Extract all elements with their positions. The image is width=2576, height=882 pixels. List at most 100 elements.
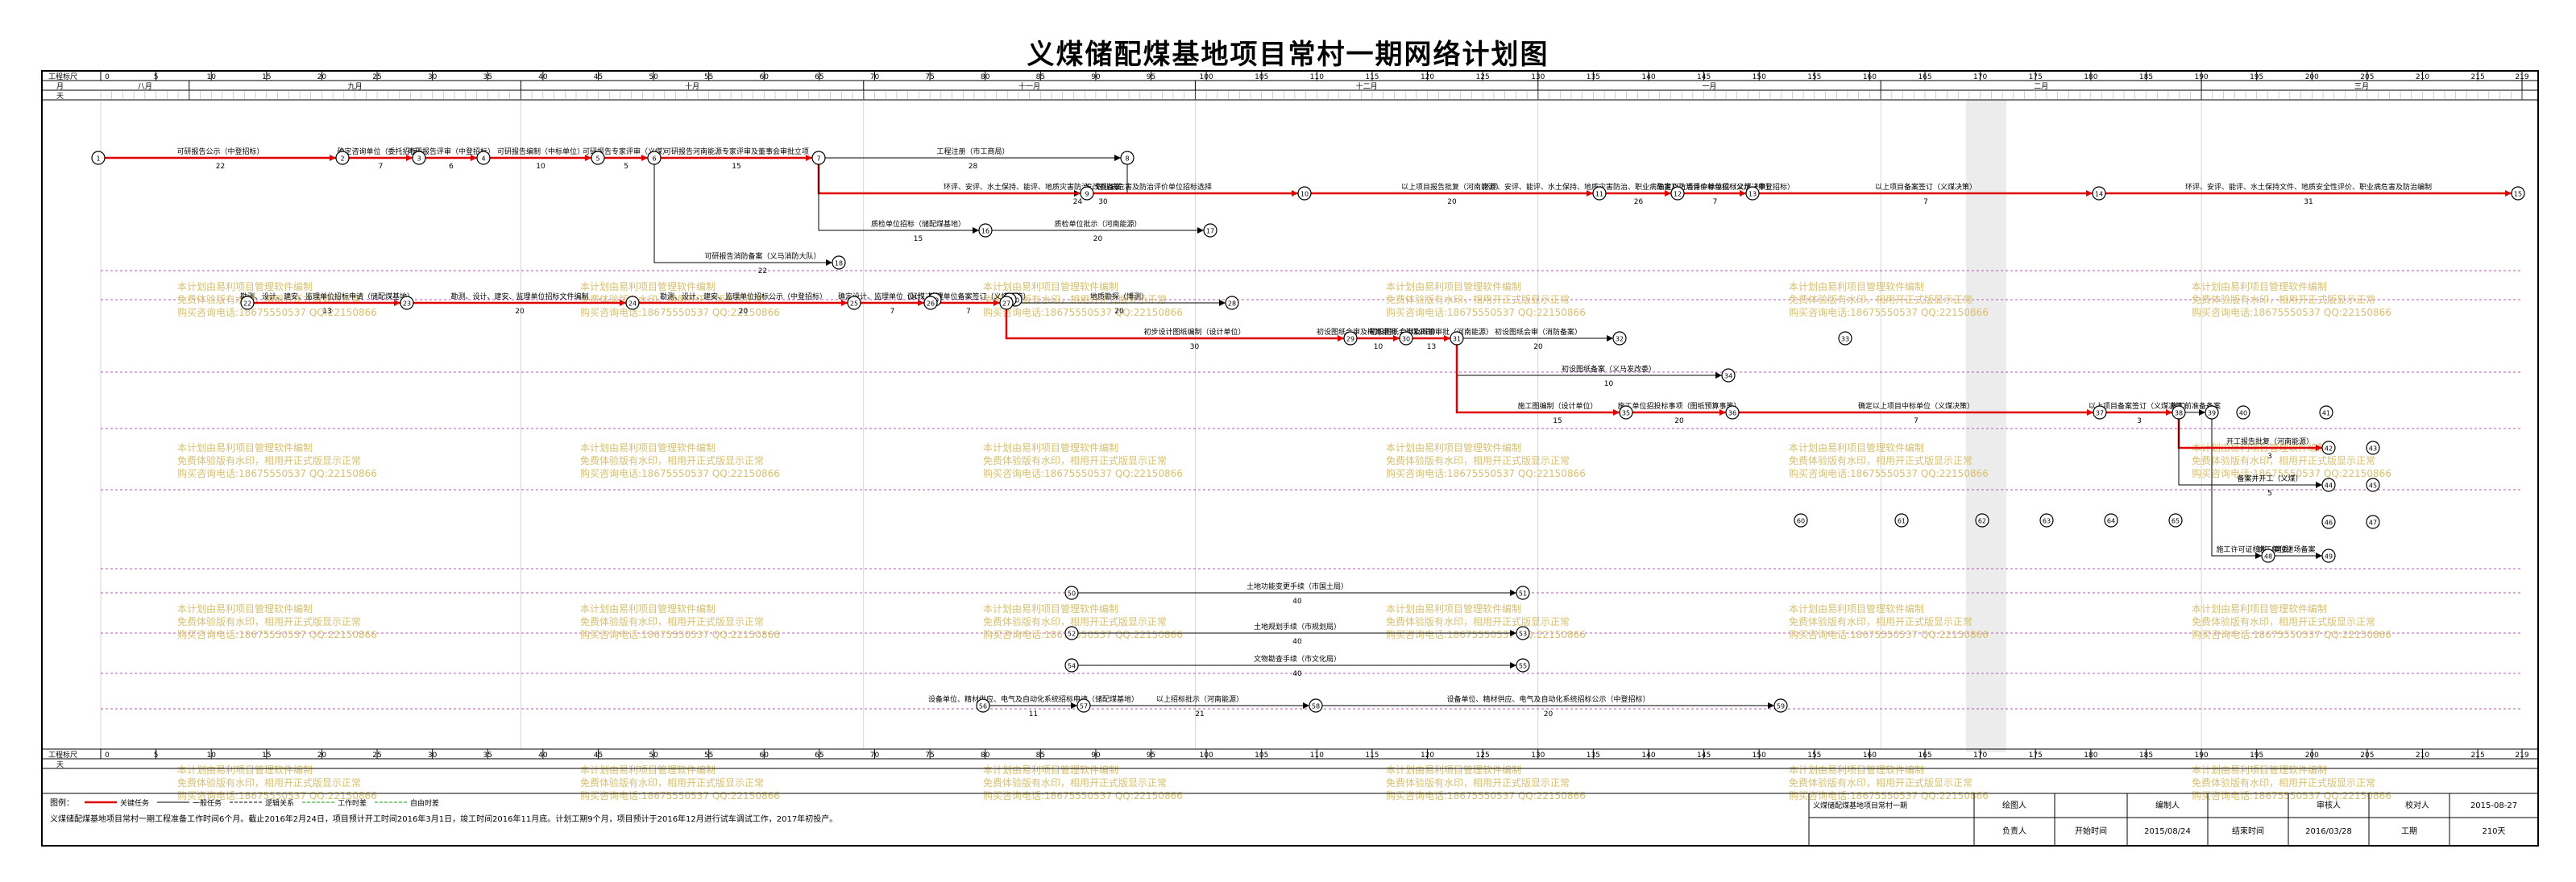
scale-row-label: 天 [56,93,64,101]
event-node-label: 53 [1519,631,1527,638]
activity-duration: 15 [1553,417,1562,425]
activity-duration: 10 [1374,343,1383,351]
arrow-head [1768,702,1774,709]
watermark-line: 购买咨询电话:18675550537 QQ:22150866 [580,628,780,640]
event-node-label: 7 [816,155,820,163]
event-node-label: 15 [2514,191,2522,198]
scale-tick-label: 75 [925,752,934,760]
scale-tick-label: 15 [262,752,271,760]
scale-tick-label: 65 [815,752,823,760]
scale-tick-label: 80 [981,73,990,81]
activity-label: 环评、安评、能评、水土保持文件、地质安全性评价、职业病危害及防治编制 [2185,182,2432,192]
watermark-line: 购买咨询电话:18675550537 QQ:22150866 [177,306,377,318]
month-label: 八月 [138,82,152,91]
scale-tick-label: 135 [1587,73,1600,81]
event-node [1516,626,1530,640]
watermark-line: 购买咨询电话:18675550537 QQ:22150866 [580,789,780,801]
diagram-title: 义煤储配煤基地项目常村一期网络计划图 [1027,39,1549,71]
scale-tick-label: 219 [2515,752,2528,760]
event-node-label: 28 [1228,300,1236,308]
activity-label: 确定咨询单位（委托招标） [337,147,424,156]
watermark-line: 本计划由易利项目管理软件编制 [1386,280,1521,292]
event-node-label: 30 [1402,336,1410,343]
arrow-head [1303,702,1309,709]
event-node-label: 54 [1068,663,1076,670]
event-node [1745,186,1760,201]
watermark-line: 购买咨询电话:18675550537 QQ:22150866 [177,628,377,640]
scale-tick-label: 135 [1587,752,1600,760]
activity-arrow [1455,345,1620,414]
scale-tick-label: 155 [1807,752,1821,760]
arrow-head [1587,190,1593,197]
watermark-line: 购买咨询电话:18675550537 QQ:22150866 [2192,628,2391,640]
activity-label: 环评、安评、能评、水土保持、地质灾害防治、职业病危害及防治评价单位招标公示（中登… [1483,182,1794,192]
watermark-line: 免费体验版有水印，相用开正式版显示正常 [1789,454,1972,466]
scale-tick-label: 180 [2084,752,2097,760]
project-name: 义煤储配煤基地项目常村一期 [1813,801,1907,810]
watermark-line: 购买咨询电话:18675550537 QQ:22150866 [177,789,377,801]
watermark-line: 购买咨询电话:18675550537 QQ:22150866 [1789,306,1989,318]
arrow-head [973,227,979,234]
activity-duration: 20 [1447,198,1457,206]
watermark-line: 本计划由易利项目管理软件编制 [580,441,716,453]
activity-duration: 20 [1674,417,1684,425]
watermark-line: 免费体验版有水印，相用开正式版显示正常 [1789,776,1972,789]
watermark-line: 本计划由易利项目管理软件编制 [2192,602,2327,615]
watermark-line: 本计划由易利项目管理软件编制 [983,764,1118,776]
scale-tick-label: 110 [1310,752,1324,760]
scale-tick-label: 145 [1697,73,1711,81]
activity-label: 设备单位、精材供应、电气及自动化系统招标申请（储配煤基地） [928,694,1139,704]
info-table [1808,793,2539,847]
activity-duration: 40 [1292,598,1302,606]
scale-tick-label: 40 [538,752,548,760]
legend-item: 自由时差 [410,798,439,808]
scale-tick-label: 115 [1365,73,1379,81]
watermark-line: 购买咨询电话:18675550537 QQ:22150866 [2192,306,2391,318]
event-node-label: 52 [1068,631,1076,638]
event-node-label: 25 [850,300,858,308]
activity-label: 确定设计、监理单位（义煤决策） [838,292,947,301]
event-node-label: 56 [979,703,987,710]
activity-arrow [2211,419,2322,557]
scale-tick-label: 70 [870,752,880,760]
scale-tick-label: 180 [2084,73,2097,81]
activity-label: 开工报告批复（河南能源） [2226,437,2313,446]
event-node-label: 5 [595,155,599,163]
event-node [335,151,350,165]
scale-tick-label: 219 [2515,73,2528,81]
scale-tick-label: 105 [1255,73,1268,81]
arrow-head [1719,409,1726,416]
event-node [2321,549,2336,563]
watermark-line: 本计划由易利项目管理软件编制 [177,441,313,453]
event-node [1670,186,1685,201]
activity-duration: 13 [1427,343,1436,351]
event-node [1225,296,1239,310]
activity-label: 初设图纸会审及概算审批（河南能源） [1370,327,1493,337]
watermark-line: 免费体验版有水印，相用开正式版显示正常 [2192,293,2375,305]
event-node-label: 42 [2325,445,2333,453]
watermark-line: 购买咨询电话:18675550537 QQ:22150866 [983,467,1183,479]
activity-label: 可研报告专家评审（义煤） [583,147,670,156]
activity-label: 备案并开工（义煤） [2237,474,2302,483]
scale-tick-label: 20 [317,752,327,760]
info-value: 2015/08/24 [2144,827,2191,836]
activity-label: 初设图纸会审（消防备案） [1495,327,1582,337]
event-node [1399,331,1413,346]
activity-duration: 20 [1093,235,1103,243]
event-node [2236,405,2250,420]
scale-tick-label: 0 [105,73,110,81]
arrow-head [1715,372,1722,379]
scale-tick-label: 60 [760,752,769,760]
scale-tick-label: 200 [2305,752,2319,760]
info-label: 审核人 [2317,800,2341,810]
activity-duration: 26 [1634,198,1644,206]
event-node-label: 22 [243,300,251,308]
event-node-label: 10 [1300,191,1309,198]
event-node-label: 23 [403,300,411,308]
activity-label: 勘测、设计、建安、监理单位招标公示（中登招标） [660,292,827,301]
event-node [647,151,662,165]
scale-tick-label: 80 [981,752,990,760]
event-node-label: 65 [2172,518,2180,525]
scale-tick-label: 120 [1421,73,1434,81]
watermark-line: 免费体验版有水印，相用开正式版显示正常 [2192,776,2375,789]
